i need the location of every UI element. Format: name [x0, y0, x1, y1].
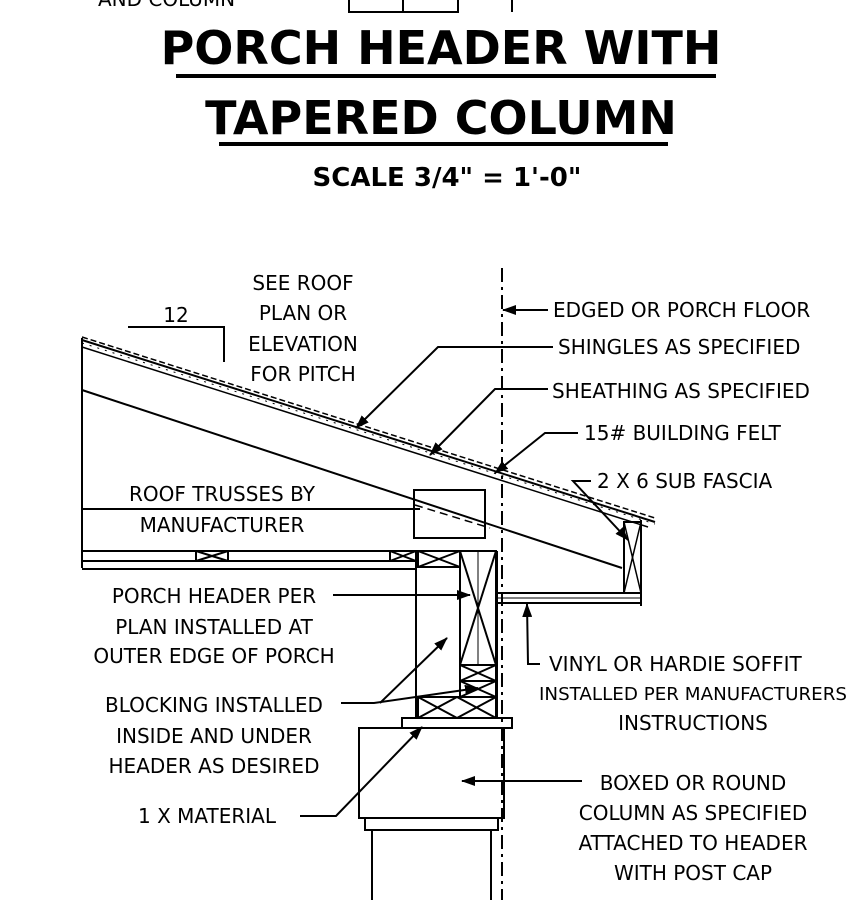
column: [358, 717, 513, 900]
title-line-1: PORCH HEADER WITH: [161, 21, 722, 75]
top-fragment-text: AND COLUMN: [98, 0, 235, 11]
title-line-2: TAPERED COLUMN: [205, 91, 677, 145]
note-see-roof: SEE ROOF PLAN OR ELEVATION FOR PITCH: [248, 271, 358, 386]
note-column: BOXED OR ROUND COLUMN AS SPECIFIED ATTAC…: [579, 771, 808, 885]
pitch-run-label: 12: [163, 303, 188, 327]
svg-text:BLOCKING INSTALLED: BLOCKING INSTALLED: [105, 693, 323, 717]
previous-detail-fragment: AND COLUMN: [98, 0, 513, 13]
note-sub-fascia: 2 X 6 SUB FASCIA: [597, 469, 773, 493]
svg-text:INSTRUCTIONS: INSTRUCTIONS: [618, 711, 768, 735]
note-building-felt: 15# BUILDING FELT: [584, 421, 782, 445]
svg-text:ROOF TRUSSES BY: ROOF TRUSSES BY: [129, 482, 316, 506]
svg-text:PLAN OR: PLAN OR: [259, 301, 347, 325]
svg-text:HEADER AS DESIRED: HEADER AS DESIRED: [109, 754, 320, 778]
pitch-symbol: 12: [128, 303, 225, 362]
svg-text:ELEVATION: ELEVATION: [248, 332, 358, 356]
svg-text:INSIDE AND UNDER: INSIDE AND UNDER: [116, 724, 312, 748]
roof-sheathing-line: [81, 339, 656, 523]
note-soffit: VINYL OR HARDIE SOFFIT INSTALLED PER MAN…: [539, 652, 847, 735]
note-edged-floor: EDGED OR PORCH FLOOR: [553, 298, 810, 322]
header-framing: [415, 550, 498, 719]
svg-text:PORCH HEADER PER: PORCH HEADER PER: [112, 584, 316, 608]
svg-text:ATTACHED TO HEADER: ATTACHED TO HEADER: [579, 831, 808, 855]
note-porch-header: PORCH HEADER PER PLAN INSTALLED AT OUTER…: [93, 584, 334, 668]
svg-text:PLAN INSTALLED AT: PLAN INSTALLED AT: [115, 615, 313, 639]
roof-assembly: [81, 336, 656, 570]
svg-text:FOR PITCH: FOR PITCH: [250, 362, 356, 386]
svg-text:VINYL OR HARDIE SOFFIT: VINYL OR HARDIE SOFFIT: [549, 652, 803, 676]
note-roof-trusses: ROOF TRUSSES BY MANUFACTURER: [129, 482, 316, 537]
svg-text:OUTER EDGE OF PORCH: OUTER EDGE OF PORCH: [93, 644, 334, 668]
scale-label: SCALE 3/4" = 1'-0": [313, 163, 582, 193]
svg-text:MANUFACTURER: MANUFACTURER: [140, 513, 305, 537]
svg-text:WITH POST CAP: WITH POST CAP: [614, 861, 772, 885]
svg-text:SEE ROOF: SEE ROOF: [252, 271, 353, 295]
svg-text:COLUMN AS SPECIFIED: COLUMN AS SPECIFIED: [579, 801, 808, 825]
svg-text:INSTALLED PER MANUFACTURERS: INSTALLED PER MANUFACTURERS: [539, 684, 847, 705]
note-shingles: SHINGLES AS SPECIFIED: [558, 335, 800, 359]
svg-text:BOXED OR ROUND: BOXED OR ROUND: [600, 771, 787, 795]
note-1x-material: 1 X MATERIAL: [138, 804, 277, 828]
note-blocking: BLOCKING INSTALLED INSIDE AND UNDER HEAD…: [105, 693, 323, 778]
soffit: [496, 592, 642, 604]
note-sheathing: SHEATHING AS SPECIFIED: [552, 379, 810, 403]
leaders: [82, 305, 629, 817]
title-block: PORCH HEADER WITH TAPERED COLUMN SCALE 3…: [161, 21, 722, 193]
